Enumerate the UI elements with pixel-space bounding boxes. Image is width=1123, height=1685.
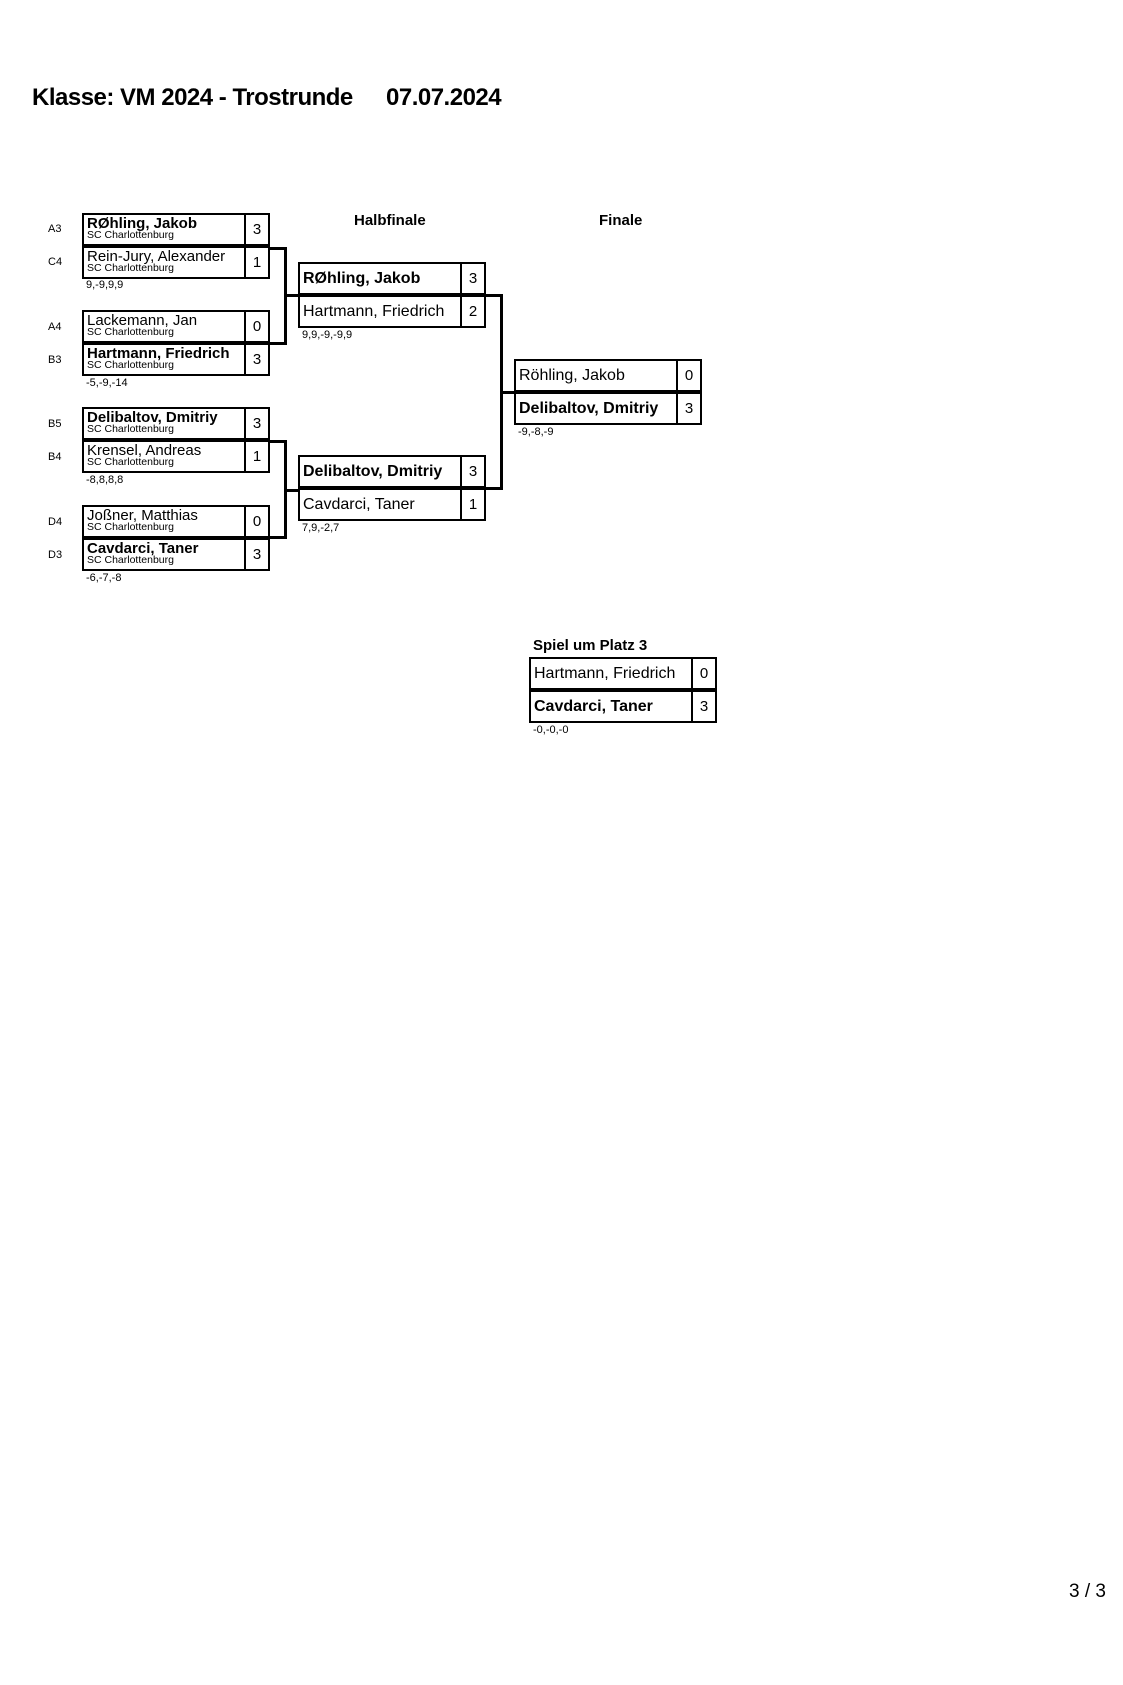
- player-slot: Krensel, Andreas SC Charlottenburg 1: [82, 440, 270, 473]
- match-result: 9,9,-9,-9,9: [302, 329, 353, 341]
- bracket-connector: [486, 294, 502, 297]
- player-slot: Cavdarci, Taner SC Charlottenburg 3: [82, 538, 270, 571]
- player-club: SC Charlottenburg: [87, 326, 174, 338]
- player-score: 1: [460, 490, 484, 519]
- bracket-connector: [270, 247, 286, 250]
- player-slot: Cavdarci, Taner 3: [529, 690, 717, 723]
- player-slot: Rein-Jury, Alexander SC Charlottenburg 1: [82, 246, 270, 279]
- match-result: 9,-9,9,9: [86, 279, 124, 291]
- seed-label: D3: [48, 549, 63, 561]
- player-score: 3: [244, 215, 268, 244]
- final-heading: Finale: [599, 212, 643, 229]
- player-name: Joßner, Matthias: [87, 507, 198, 524]
- player-name: Delibaltov, Dmitriy: [87, 409, 218, 426]
- player-name: Delibaltov, Dmitriy: [519, 400, 659, 417]
- player-name: Hartmann, Friedrich: [534, 665, 676, 682]
- bracket-connector: [284, 294, 300, 297]
- match-result: -6,-7,-8: [86, 572, 122, 584]
- bracket-connector: [270, 342, 286, 345]
- seed-label: C4: [48, 256, 63, 268]
- player-name: Delibaltov, Dmitriy: [303, 463, 443, 480]
- player-score: 3: [460, 457, 484, 486]
- player-score: 2: [460, 297, 484, 326]
- player-name: Krensel, Andreas: [87, 442, 202, 459]
- player-slot: Cavdarci, Taner 1: [298, 488, 486, 521]
- seed-label: B3: [48, 354, 62, 366]
- player-slot: Delibaltov, Dmitriy 3: [298, 455, 486, 488]
- player-slot: Hartmann, Friedrich 0: [529, 657, 717, 690]
- player-name: Cavdarci, Taner: [534, 698, 653, 715]
- player-score: 0: [676, 361, 700, 390]
- player-club: SC Charlottenburg: [87, 423, 174, 435]
- player-slot: Röhling, Jakob 0: [514, 359, 702, 392]
- event-date: 07.07.2024: [386, 84, 502, 111]
- player-name: Cavdarci, Taner: [303, 496, 415, 513]
- player-score: 3: [244, 540, 268, 569]
- player-name: RØhling, Jakob: [303, 270, 421, 287]
- player-score: 3: [691, 692, 715, 721]
- semifinal-heading: Halbfinale: [354, 212, 426, 229]
- player-score: 3: [676, 394, 700, 423]
- match-result: -8,8,8,8: [86, 474, 124, 486]
- bracket-connector: [486, 487, 502, 490]
- seed-label: A4: [48, 321, 62, 333]
- seed-label: A3: [48, 223, 62, 235]
- player-slot: Delibaltov, Dmitriy 3: [514, 392, 702, 425]
- player-name: Röhling, Jakob: [519, 367, 625, 384]
- page-number: 3 / 3: [1069, 1581, 1106, 1602]
- player-name: Hartmann, Friedrich: [303, 303, 445, 320]
- match-result: -9,-8,-9: [518, 426, 554, 438]
- player-score: 3: [244, 409, 268, 438]
- player-score: 1: [244, 442, 268, 471]
- page-title: Klasse: VM 2024 - Trostrunde: [32, 84, 353, 111]
- player-name: Hartmann, Friedrich: [87, 345, 230, 362]
- seed-label: D4: [48, 516, 63, 528]
- player-slot: Hartmann, Friedrich 2: [298, 295, 486, 328]
- match-result: -0,-0,-0: [533, 724, 569, 736]
- player-name: Cavdarci, Taner: [87, 540, 199, 557]
- player-slot: Delibaltov, Dmitriy SC Charlottenburg 3: [82, 407, 270, 440]
- match-result: 7,9,-2,7: [302, 522, 340, 534]
- player-score: 3: [460, 264, 484, 293]
- player-score: 3: [244, 345, 268, 374]
- player-club: SC Charlottenburg: [87, 359, 174, 371]
- player-name: RØhling, Jakob: [87, 215, 198, 232]
- player-name: Lackemann, Jan: [87, 312, 198, 329]
- seed-label: B4: [48, 451, 62, 463]
- player-slot: RØhling, Jakob 3: [298, 262, 486, 295]
- match-result: -5,-9,-14: [86, 377, 128, 389]
- player-club: SC Charlottenburg: [87, 262, 174, 274]
- bracket-connector: [284, 489, 300, 492]
- bracket-connector: [500, 391, 516, 394]
- player-score: 0: [244, 507, 268, 536]
- player-club: SC Charlottenburg: [87, 456, 174, 468]
- third-place-heading: Spiel um Platz 3: [533, 637, 648, 654]
- player-slot: Lackemann, Jan SC Charlottenburg 0: [82, 310, 270, 343]
- player-club: SC Charlottenburg: [87, 521, 174, 533]
- player-name: Rein-Jury, Alexander: [87, 248, 226, 265]
- player-club: SC Charlottenburg: [87, 229, 174, 241]
- player-slot: RØhling, Jakob SC Charlottenburg 3: [82, 213, 270, 246]
- player-slot: Joßner, Matthias SC Charlottenburg 0: [82, 505, 270, 538]
- bracket-connector: [270, 536, 286, 539]
- player-club: SC Charlottenburg: [87, 554, 174, 566]
- player-score: 1: [244, 248, 268, 277]
- player-slot: Hartmann, Friedrich SC Charlottenburg 3: [82, 343, 270, 376]
- bracket-connector: [270, 440, 286, 443]
- player-score: 0: [244, 312, 268, 341]
- player-score: 0: [691, 659, 715, 688]
- seed-label: B5: [48, 418, 62, 430]
